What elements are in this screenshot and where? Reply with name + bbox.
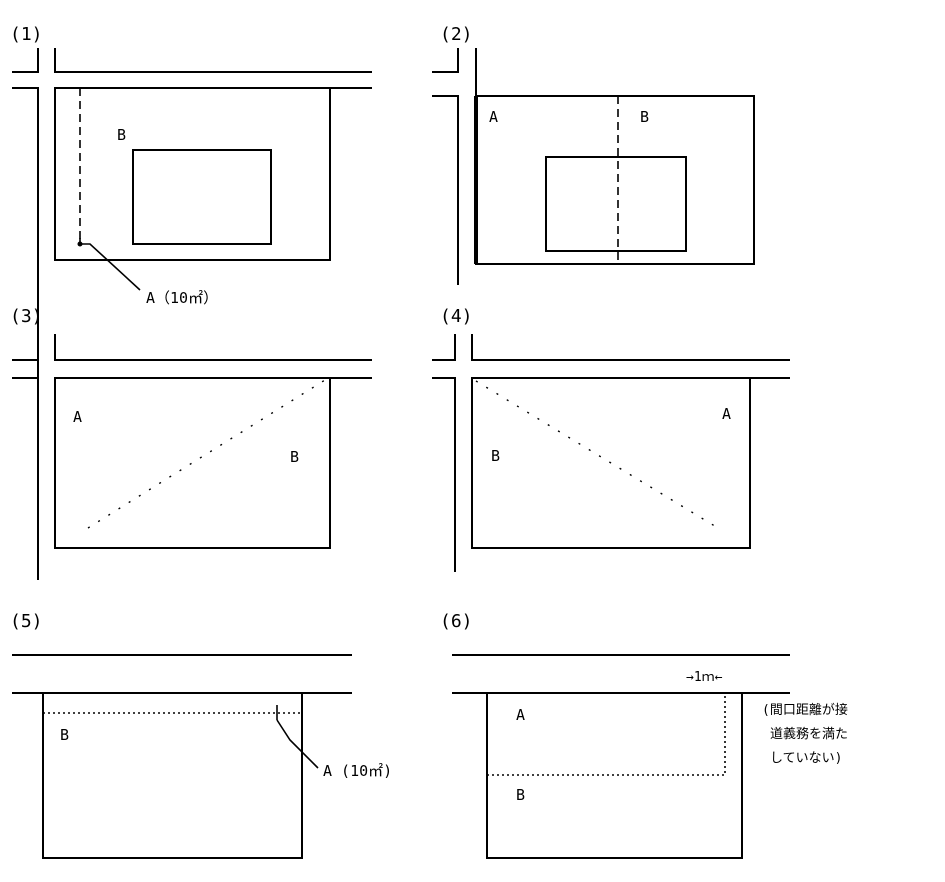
panel-3-lot bbox=[54, 377, 331, 549]
panel-6-label-b: B bbox=[516, 786, 525, 804]
panel-2: (2) A B bbox=[432, 24, 755, 285]
panel-6: (6) →1ｍ← A B (間口距離が接 道義務を満た していない) bbox=[440, 611, 848, 859]
panel-3-label-a: A bbox=[73, 408, 82, 426]
panel-5-label-b: B bbox=[60, 726, 69, 744]
panel-2-building bbox=[545, 156, 687, 252]
panel-3: (3) A B bbox=[10, 306, 372, 572]
panel-1-roads bbox=[12, 48, 372, 580]
panel-2-number: (2) bbox=[440, 24, 473, 45]
panel-1-label-a: A（10㎡） bbox=[146, 289, 218, 307]
panel-1-label-b: B bbox=[117, 126, 126, 144]
panel-6-label-a: A bbox=[516, 706, 525, 724]
panel-6-dimension: →1ｍ← bbox=[686, 670, 723, 685]
panel-1: (1) B A（10㎡） bbox=[10, 24, 372, 580]
panel-4-split-line bbox=[475, 380, 719, 529]
panel-2-label-a: A bbox=[489, 108, 498, 126]
panel-6-number: (6) bbox=[440, 611, 473, 632]
panel-4-roads bbox=[432, 334, 790, 572]
panel-6-note-line-2: 道義務を満た bbox=[770, 726, 848, 742]
panel-3-number: (3) bbox=[10, 306, 43, 327]
panel-1-point bbox=[77, 241, 83, 247]
panel-3-roads bbox=[12, 334, 372, 572]
panel-1-building bbox=[132, 149, 272, 245]
panel-2-roads bbox=[432, 48, 477, 285]
panel-4-label-b: B bbox=[491, 447, 500, 465]
panel-1-leader bbox=[78, 243, 141, 291]
panel-4-label-a: A bbox=[722, 405, 731, 423]
panel-5-leader bbox=[276, 719, 319, 769]
panel-5-number: (5) bbox=[10, 611, 43, 632]
panel-5-lot bbox=[42, 693, 303, 859]
panel-4-number: (4) bbox=[440, 306, 473, 327]
panel-5: (5) B A (10㎡) bbox=[10, 611, 392, 859]
panel-1-lot bbox=[54, 87, 331, 261]
panel-6-note-line-1: (間口距離が接 bbox=[762, 702, 848, 718]
panel-4-lot bbox=[471, 377, 751, 549]
panel-5-label-a: A (10㎡) bbox=[323, 762, 392, 780]
panel-2-label-b: B bbox=[640, 108, 649, 126]
panel-2-lot bbox=[475, 95, 755, 265]
panel-6-note-line-3: していない) bbox=[770, 751, 842, 766]
panel-4: (4) A B bbox=[432, 306, 790, 572]
panel-3-label-b: B bbox=[290, 448, 299, 466]
panel-1-number: (1) bbox=[10, 24, 43, 45]
